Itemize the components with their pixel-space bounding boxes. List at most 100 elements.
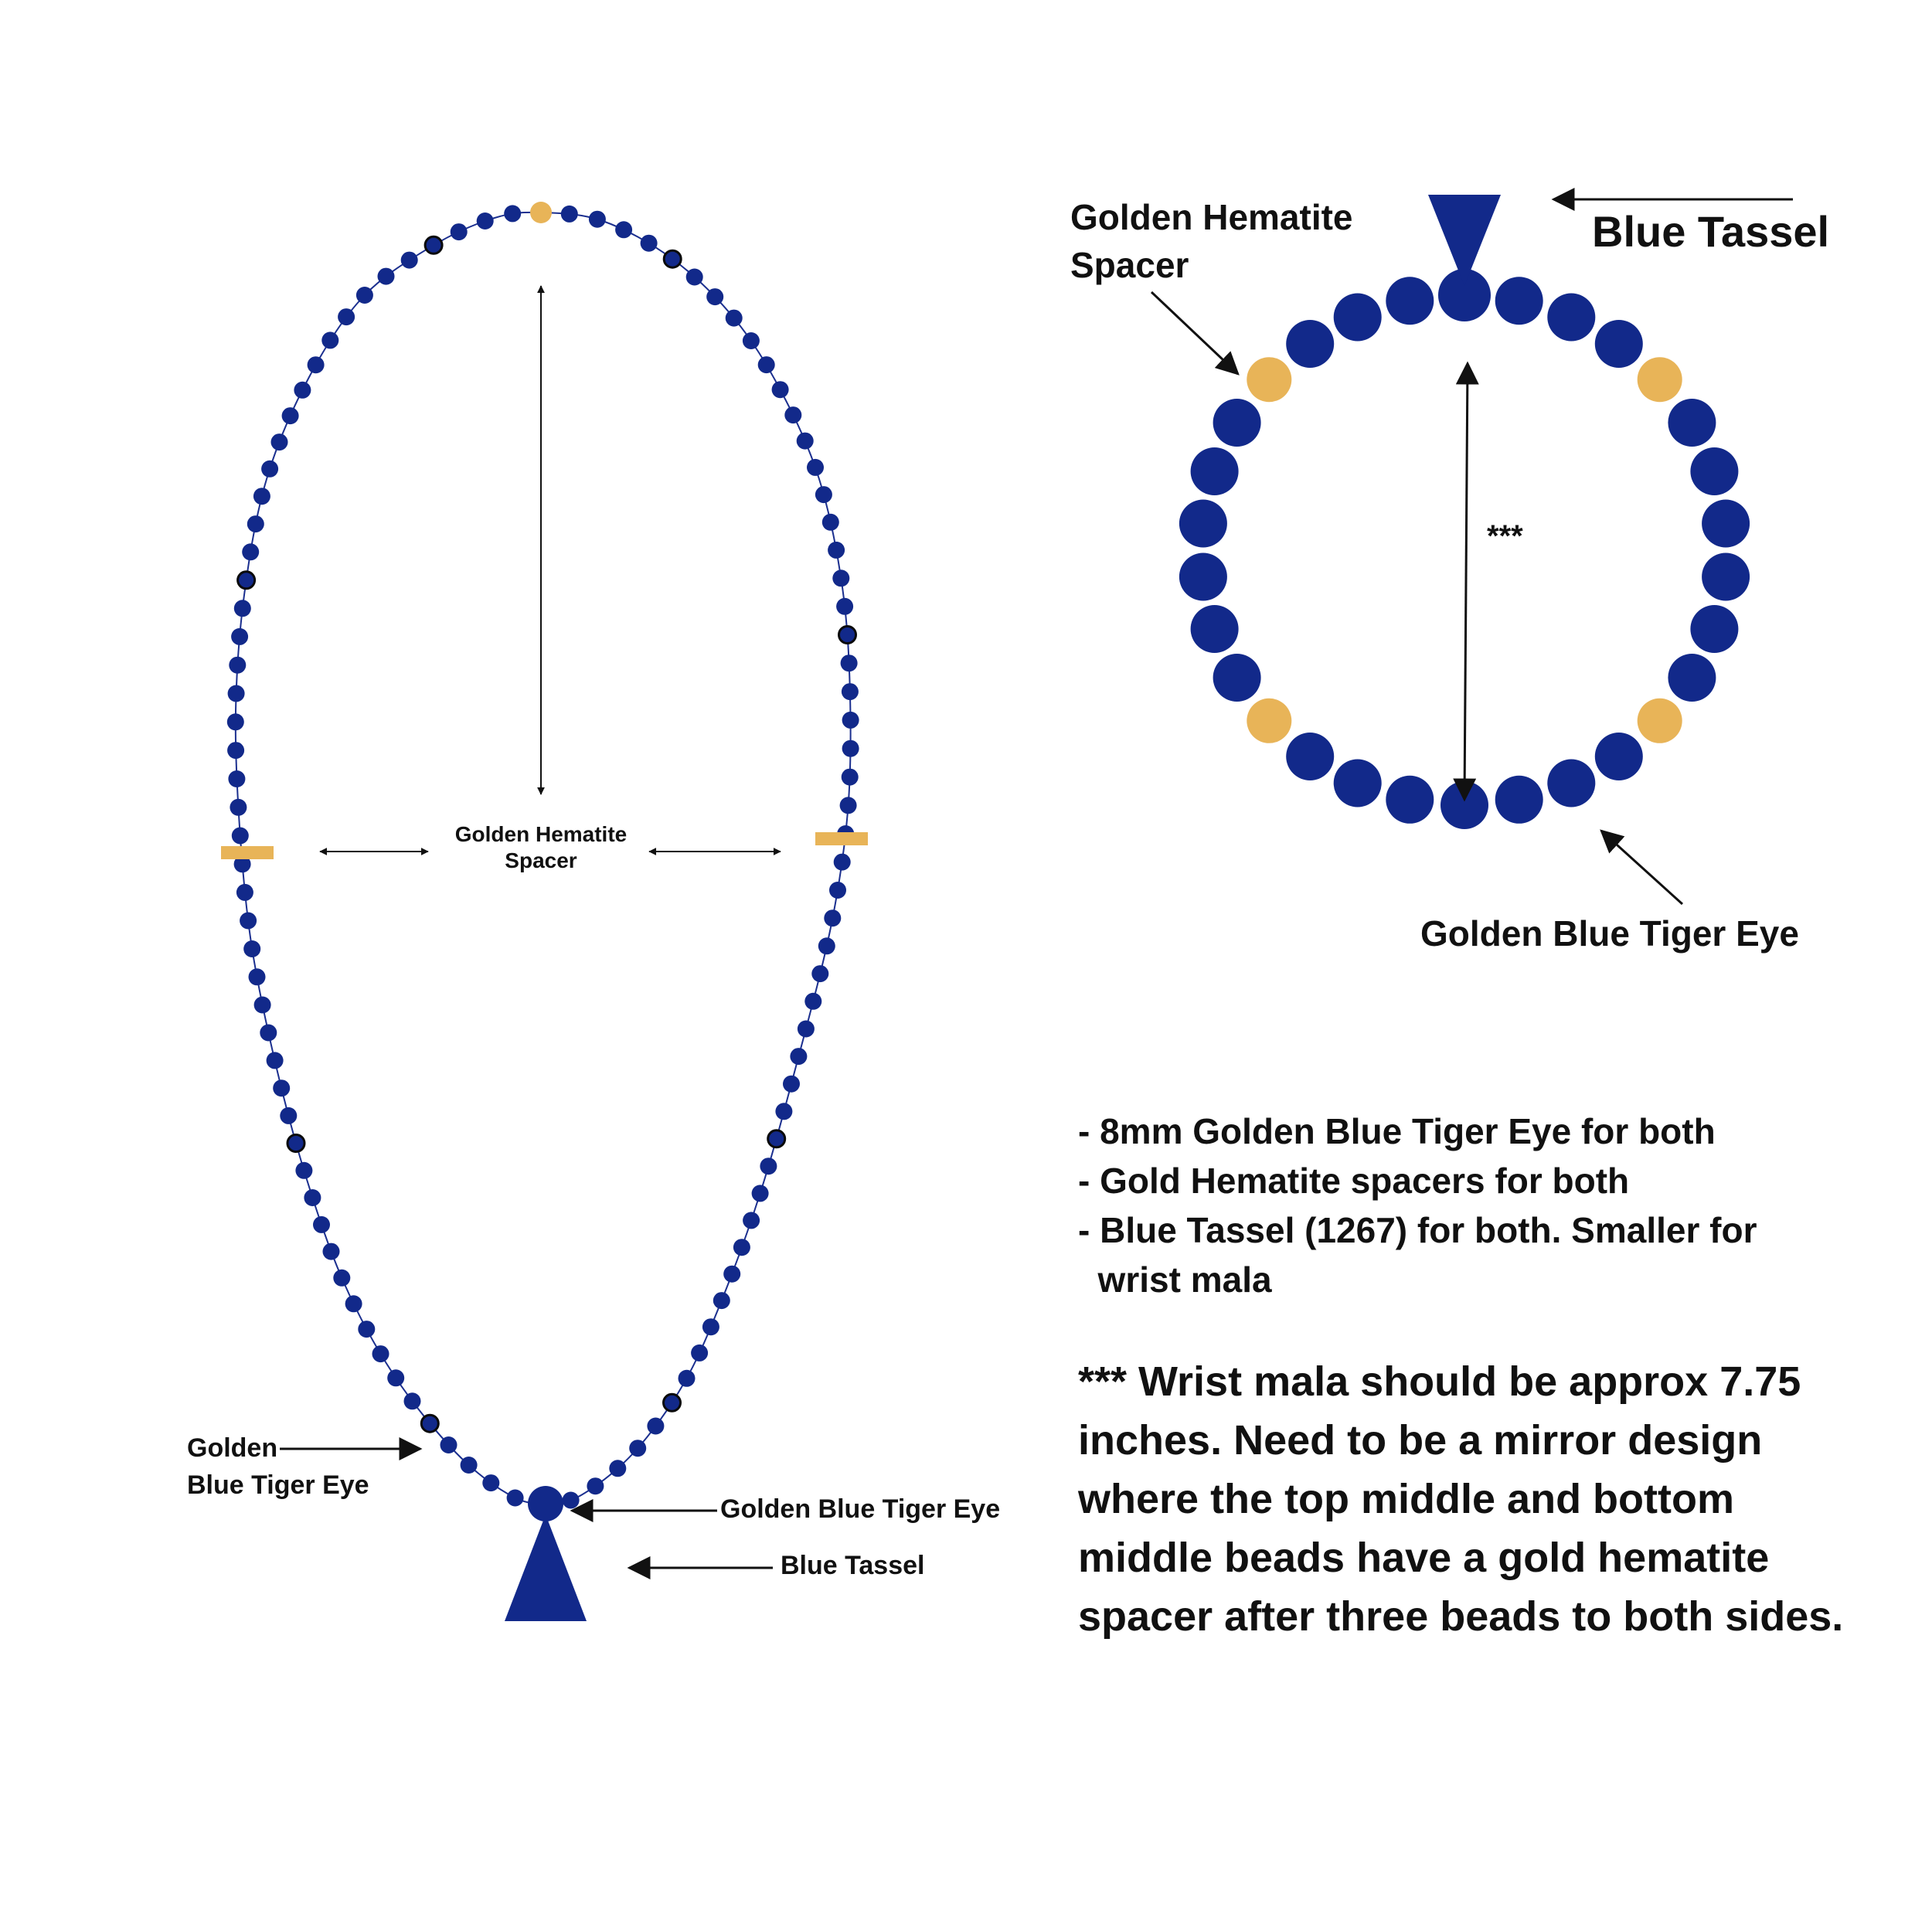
bracelet-bead bbox=[1668, 654, 1716, 702]
necklace-guru-label: Golden Blue Tiger Eye bbox=[720, 1494, 1001, 1524]
necklace-bead bbox=[804, 992, 822, 1010]
necklace-bead bbox=[273, 1079, 291, 1097]
necklace-bead bbox=[807, 458, 824, 476]
necklace-bead bbox=[742, 332, 760, 349]
wrist-mala bbox=[1150, 188, 1793, 906]
notes-list: - 8mm Golden Blue Tiger Eye for both - G… bbox=[1078, 1107, 1757, 1304]
bracelet-bead bbox=[1179, 552, 1227, 601]
wrist-mala-note: *** Wrist mala should be approx 7.75 inc… bbox=[1078, 1358, 1844, 1640]
bracelet-bead bbox=[1213, 654, 1261, 702]
bracelet-bead-arrow bbox=[1600, 829, 1684, 906]
necklace-bead bbox=[266, 1052, 284, 1069]
necklace-bead bbox=[678, 1369, 696, 1387]
necklace-bead bbox=[784, 406, 802, 424]
necklace-bead bbox=[231, 627, 249, 645]
necklace-bead bbox=[420, 1413, 440, 1433]
necklace-bead bbox=[403, 1392, 421, 1410]
necklace-bead bbox=[685, 268, 703, 286]
necklace-bead bbox=[562, 1491, 580, 1509]
necklace-bead bbox=[248, 968, 266, 986]
necklace-tassel bbox=[505, 1515, 587, 1621]
bracelet-bead bbox=[1495, 775, 1543, 824]
necklace-bead bbox=[587, 1477, 604, 1495]
necklace-guru-bead bbox=[528, 1486, 563, 1521]
necklace-bead bbox=[783, 1075, 800, 1093]
necklace-bead bbox=[236, 883, 253, 901]
necklace-bead bbox=[818, 937, 835, 955]
necklace-bead bbox=[233, 600, 251, 617]
necklace-bead bbox=[476, 212, 494, 229]
necklace-bead bbox=[294, 381, 311, 399]
bracelet-bead bbox=[1179, 499, 1227, 548]
necklace-bead bbox=[836, 597, 854, 615]
necklace-bead bbox=[733, 1239, 750, 1256]
necklace-bead bbox=[253, 488, 270, 505]
necklace-bead bbox=[233, 855, 251, 873]
necklace-bead bbox=[829, 882, 846, 899]
necklace-bead bbox=[691, 1344, 709, 1362]
necklace-bead bbox=[609, 1460, 627, 1477]
necklace-bead bbox=[771, 381, 789, 399]
necklace-bead bbox=[231, 827, 249, 845]
necklace-bead bbox=[322, 1243, 340, 1260]
necklace-bead bbox=[313, 1215, 330, 1233]
necklace-bead bbox=[247, 515, 264, 533]
necklace-bead bbox=[227, 742, 245, 760]
necklace-bead bbox=[790, 1048, 808, 1066]
necklace-bead bbox=[423, 235, 444, 255]
necklace-bead bbox=[243, 940, 261, 957]
notes-item-2: - Gold Hematite spacers for both bbox=[1078, 1161, 1630, 1201]
necklace-bead bbox=[706, 288, 724, 306]
bracelet-bead bbox=[1594, 733, 1643, 780]
necklace-bead bbox=[743, 1212, 760, 1229]
bracelet-bead bbox=[1190, 605, 1239, 653]
bracelet-bead bbox=[1668, 399, 1716, 447]
necklace-bead bbox=[796, 432, 814, 450]
necklace-top-spacer bbox=[530, 202, 552, 223]
necklace-bead bbox=[725, 309, 743, 327]
necklace-bead bbox=[358, 1321, 376, 1338]
necklace-bead bbox=[662, 1392, 682, 1413]
necklace-bead bbox=[821, 513, 839, 531]
necklace-bead bbox=[295, 1161, 313, 1179]
necklace-bead bbox=[767, 1129, 787, 1149]
necklace-bead bbox=[723, 1265, 741, 1283]
necklace-bead bbox=[702, 1318, 719, 1336]
necklace-bead bbox=[840, 654, 858, 672]
necklace-bead bbox=[824, 909, 842, 927]
bracelet-bead-label: Golden Blue Tiger Eye bbox=[1420, 913, 1799, 954]
bracelet-spacer-label-line1: Golden Hematite bbox=[1070, 197, 1353, 237]
necklace-bead bbox=[842, 711, 859, 729]
necklace-bead bbox=[662, 249, 682, 269]
necklace-bead bbox=[811, 965, 829, 983]
necklace-bead bbox=[506, 1489, 524, 1507]
bracelet-bead bbox=[1333, 759, 1382, 807]
bracelet-spacer bbox=[1637, 357, 1682, 403]
necklace-bead bbox=[615, 221, 633, 239]
necklace-left-bead-label-line1: Golden bbox=[187, 1433, 278, 1463]
necklace-bead bbox=[321, 331, 339, 349]
necklace-bead bbox=[377, 267, 395, 285]
necklace-right-spacer bbox=[815, 832, 868, 845]
necklace-bead bbox=[307, 356, 325, 374]
necklace-left-spacer bbox=[221, 846, 274, 859]
bracelet-beads bbox=[1179, 269, 1750, 829]
necklace-bead bbox=[286, 1134, 306, 1153]
necklace-bead bbox=[450, 223, 468, 241]
necklace-bead bbox=[270, 433, 288, 451]
necklace-bead bbox=[387, 1369, 405, 1387]
necklace-bead bbox=[242, 543, 260, 561]
necklace-beads bbox=[226, 202, 859, 1509]
necklace-spacer-label-line1: Golden Hematite bbox=[454, 822, 628, 846]
necklace-bead bbox=[253, 996, 271, 1014]
necklace-bead bbox=[400, 251, 418, 269]
necklace-bead bbox=[815, 486, 832, 504]
necklace-bead bbox=[841, 683, 859, 701]
necklace-bead bbox=[751, 1185, 769, 1202]
bracelet-bead bbox=[1438, 269, 1491, 321]
bracelet-bead bbox=[1386, 277, 1434, 325]
bracelet-bead bbox=[1190, 447, 1239, 495]
bracelet-tassel bbox=[1428, 195, 1501, 286]
necklace-bead bbox=[828, 541, 845, 559]
